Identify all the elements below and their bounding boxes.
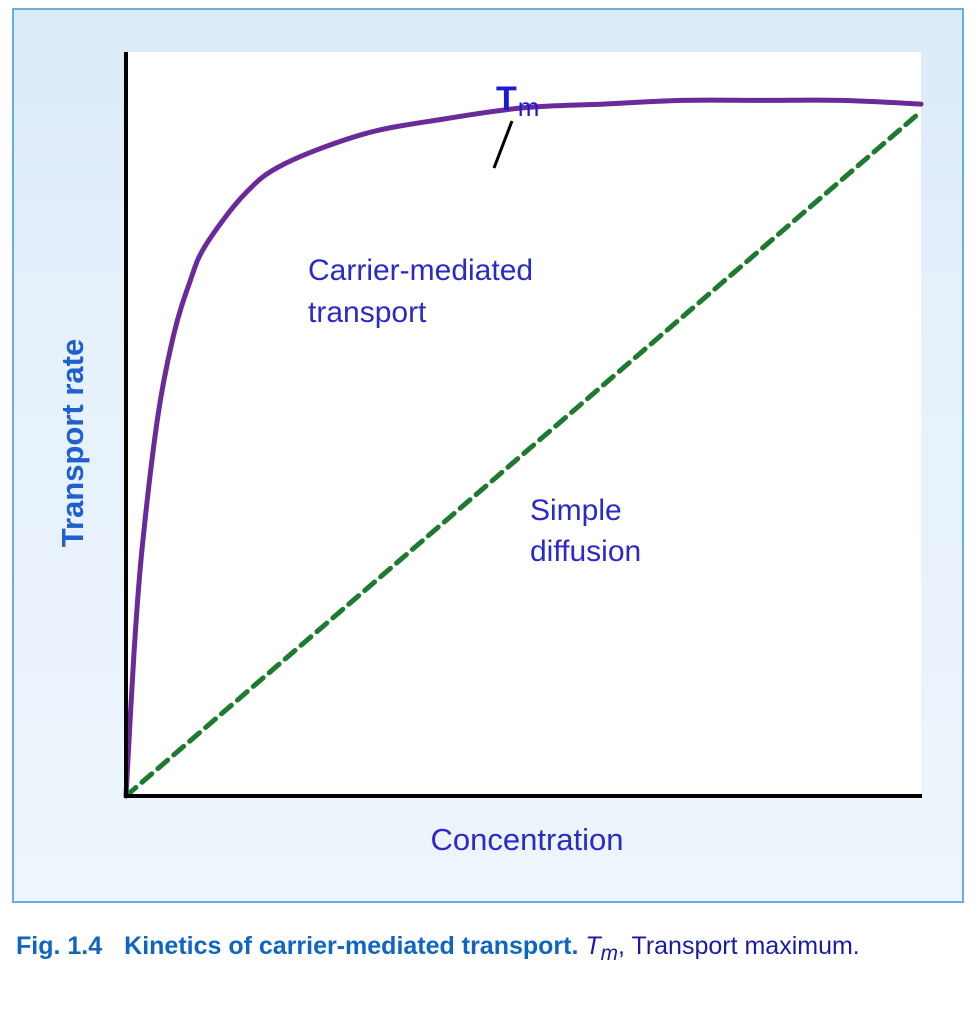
- caption-text: , Transport maximum.: [618, 932, 860, 960]
- carrier-mediated-label: Carrier-mediated transport: [308, 254, 541, 329]
- caption-figure-number: Fig. 1.4: [16, 932, 103, 960]
- tm-annotation: Tm: [496, 80, 539, 122]
- tm-pointer-line: [492, 120, 514, 169]
- diffusion-label-line-1: Simple: [530, 494, 622, 527]
- carrier-label-line-1: Carrier-mediated: [308, 254, 533, 287]
- carrier-label-line-2: transport: [308, 296, 427, 329]
- diffusion-label-line-2: diffusion: [530, 535, 641, 568]
- plot-area: [125, 52, 921, 796]
- tm-subscript: m: [518, 92, 540, 122]
- caption-title: Kinetics of carrier-mediated transport.: [124, 932, 579, 960]
- y-axis-label: Transport rate: [55, 339, 90, 547]
- figure-caption: Fig. 1.4 Kinetics of carrier-mediated tra…: [16, 928, 966, 972]
- caption-symbol: Tm: [585, 932, 618, 965]
- caption-symbol-subscript: m: [600, 942, 619, 965]
- simple-diffusion-label: Simple diffusion: [530, 494, 641, 568]
- tm-symbol: T: [496, 80, 517, 118]
- simple-diffusion-series-line: [123, 109, 924, 799]
- x-axis-label: Concentration: [430, 822, 623, 857]
- caption-symbol-letter: T: [585, 932, 601, 960]
- carrier-mediated-series-line: [123, 97, 924, 799]
